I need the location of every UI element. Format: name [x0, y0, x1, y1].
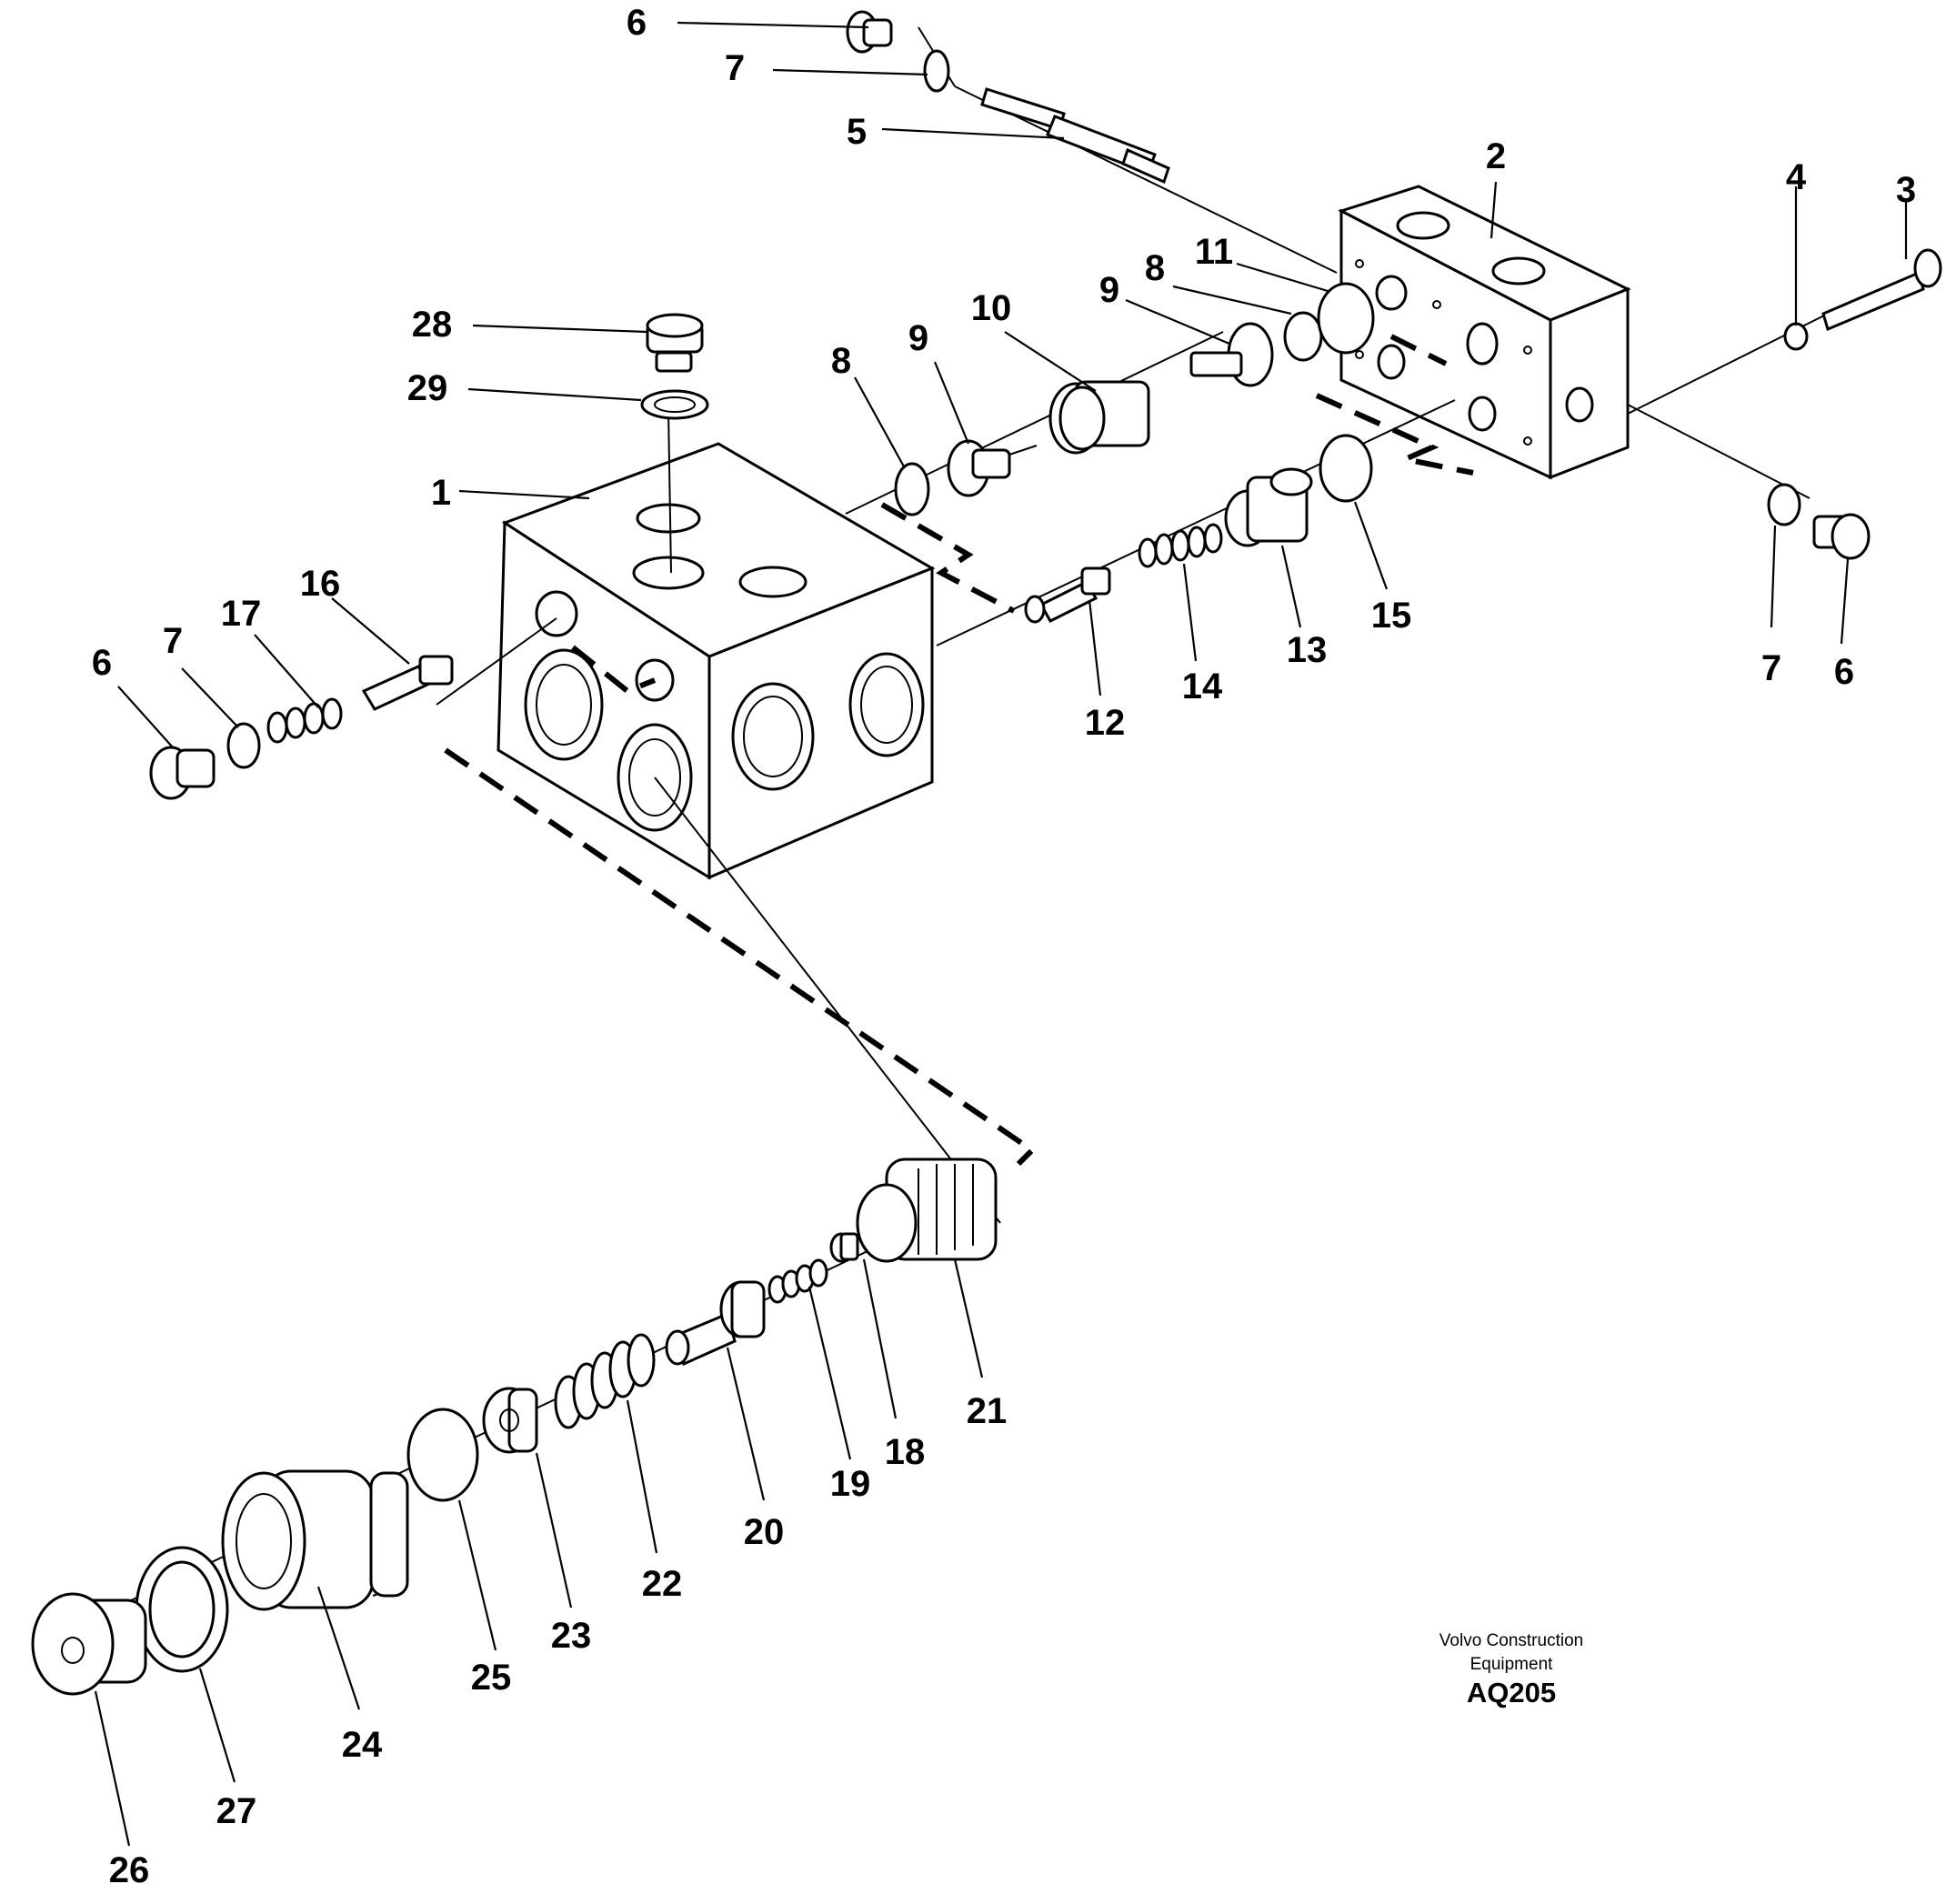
callout-20: 20 — [744, 1512, 785, 1552]
valve-block-secondary — [1338, 185, 1631, 480]
callout-16: 16 — [300, 564, 341, 604]
leader-lines — [94, 21, 1908, 1847]
callout-2: 2 — [1486, 136, 1506, 176]
callout-17: 17 — [221, 594, 262, 634]
callout-9: 9 — [1099, 270, 1119, 310]
o-ring-25 — [406, 1408, 479, 1502]
snap-ring-15 — [1319, 434, 1373, 503]
callout-9: 9 — [908, 318, 928, 358]
rod — [980, 87, 1170, 185]
callout-15: 15 — [1371, 596, 1412, 636]
plug-top — [846, 10, 893, 54]
nut-24 — [221, 1469, 409, 1611]
piston-20 — [665, 1280, 766, 1367]
callout-18: 18 — [885, 1432, 926, 1472]
callout-23: 23 — [551, 1616, 592, 1656]
valve-18 — [829, 1232, 859, 1263]
plug-28 — [646, 313, 704, 373]
bolt-3 — [1821, 248, 1942, 332]
callout-12: 12 — [1085, 703, 1126, 743]
plug-6-right — [1812, 513, 1871, 560]
spring-17 — [266, 697, 343, 744]
callout-10: 10 — [971, 288, 1012, 328]
piston-16 — [361, 655, 454, 711]
callout-25: 25 — [471, 1658, 512, 1698]
washer-7-right — [1767, 483, 1801, 526]
washer-7-left — [226, 722, 261, 769]
spring-14 — [1138, 523, 1223, 568]
parts — [31, 10, 1942, 1696]
washer-23 — [482, 1387, 538, 1454]
drawing-code: AQ205 — [1467, 1677, 1556, 1709]
valve-9-right — [1189, 322, 1274, 387]
valve-9-left — [947, 439, 1038, 497]
washer-29 — [640, 389, 709, 420]
drawing-credit: Volvo Construction Equipment AQ205 — [1439, 1631, 1583, 1709]
credit-line-2: Equipment — [1470, 1655, 1554, 1674]
callout-7: 7 — [1761, 648, 1781, 688]
callout-11: 11 — [1195, 232, 1233, 272]
callout-1: 1 — [431, 473, 451, 513]
spool-13 — [1224, 467, 1313, 547]
sleeve-10 — [1048, 380, 1150, 455]
plug-26 — [31, 1592, 147, 1696]
spring-22 — [554, 1333, 656, 1429]
callout-29: 29 — [407, 368, 448, 408]
callout-labels: 6 7 5 2 4 3 28 29 1 8 9 10 9 8 11 16 17 … — [92, 3, 1916, 1890]
callout-26: 26 — [109, 1850, 150, 1890]
callout-8: 8 — [1145, 248, 1165, 288]
pin-12 — [1024, 566, 1111, 624]
washer-4 — [1783, 322, 1809, 351]
callout-28: 28 — [412, 305, 453, 345]
plug-6-left — [149, 746, 216, 800]
assembly-dashed-lines — [444, 334, 1474, 1167]
callout-27: 27 — [216, 1791, 257, 1831]
washer-27 — [135, 1546, 229, 1673]
callout-7: 7 — [163, 621, 183, 661]
callout-6: 6 — [92, 643, 112, 683]
callout-21: 21 — [967, 1391, 1008, 1431]
callout-22: 22 — [642, 1564, 683, 1604]
callout-3: 3 — [1896, 170, 1916, 210]
callout-8: 8 — [831, 341, 851, 381]
o-ring-8-right — [1283, 311, 1323, 362]
callout-6: 6 — [627, 3, 647, 43]
callout-13: 13 — [1287, 630, 1328, 670]
callout-7: 7 — [725, 48, 745, 88]
washer-top — [923, 49, 950, 93]
cartridge-21 — [856, 1157, 998, 1263]
o-ring-8-left — [894, 462, 930, 516]
valve-block-main — [497, 442, 936, 880]
callout-6: 6 — [1834, 652, 1854, 692]
callout-24: 24 — [342, 1725, 383, 1765]
spring-19 — [767, 1258, 828, 1304]
o-ring-11 — [1317, 282, 1375, 355]
callout-5: 5 — [847, 112, 867, 152]
callout-14: 14 — [1182, 666, 1223, 706]
credit-line-1: Volvo Construction — [1439, 1631, 1583, 1650]
callout-4: 4 — [1786, 157, 1807, 197]
callout-19: 19 — [830, 1464, 871, 1504]
